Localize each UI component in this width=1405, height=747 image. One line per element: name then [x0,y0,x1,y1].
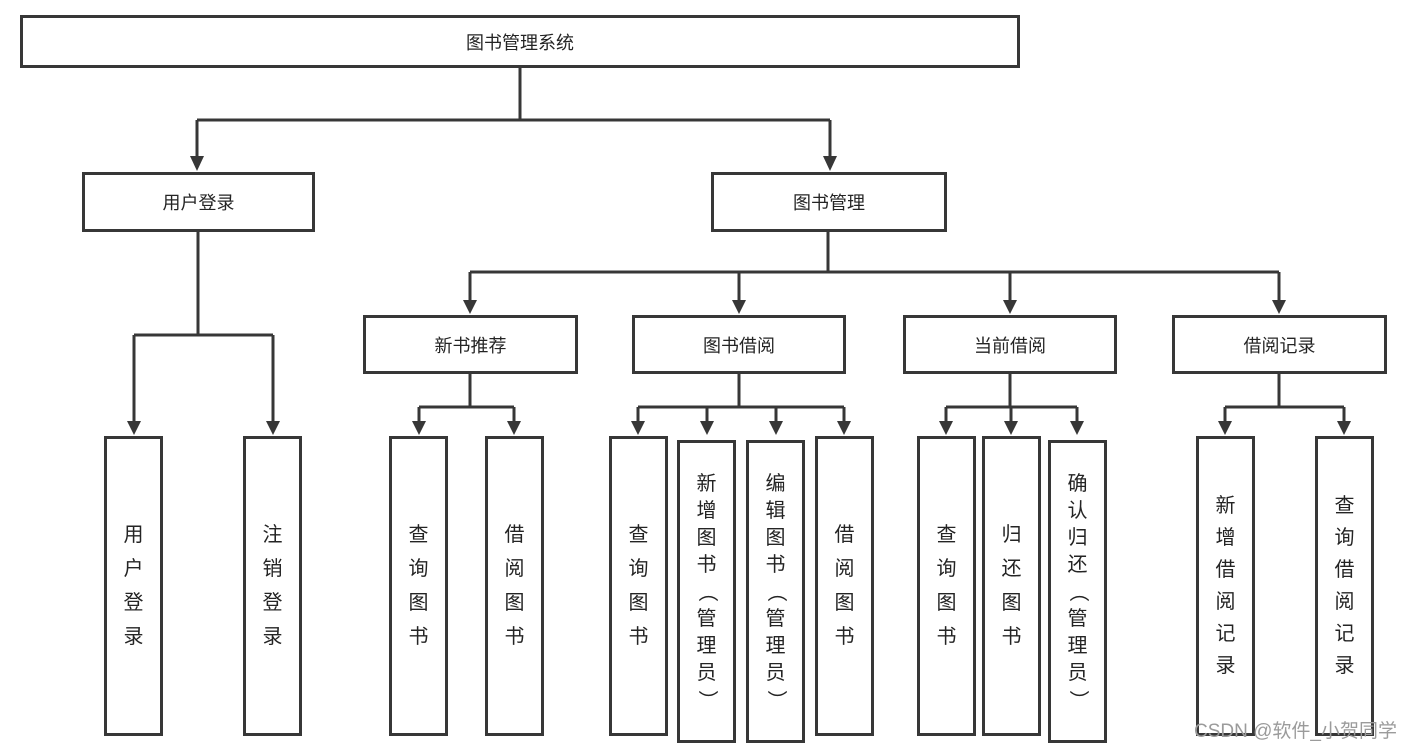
leaf-user-login: 用户登录 [104,436,163,736]
leaf-confirm-return-admin: 确认归还（管理员） [1048,440,1107,743]
node-borrow-records: 借阅记录 [1172,315,1387,374]
leaf-return-books: 归还图书 [982,436,1041,736]
leaf-query-books-recommend: 查询图书 [389,436,448,736]
node-user-login: 用户登录 [82,172,315,232]
leaf-query-borrow-record: 查询借阅记录 [1315,436,1374,736]
node-new-book-recommend: 新书推荐 [363,315,578,374]
arrowheads [127,156,1351,435]
node-book-management: 图书管理 [711,172,947,232]
leaf-add-borrow-record: 新增借阅记录 [1196,436,1255,736]
node-current-borrow: 当前借阅 [903,315,1117,374]
watermark: CSDN @软件_小贺同学 [1194,721,1397,742]
leaf-logout: 注销登录 [243,436,302,736]
leaf-query-books-borrow: 查询图书 [609,436,668,736]
leaf-query-books-current: 查询图书 [917,436,976,736]
node-book-borrow: 图书借阅 [632,315,846,374]
leaf-add-books-admin: 新增图书（管理员） [677,440,736,743]
leaf-borrow-books: 借阅图书 [815,436,874,736]
leaf-edit-books-admin: 编辑图书（管理员） [746,440,805,743]
leaf-borrow-books-recommend: 借阅图书 [485,436,544,736]
node-root: 图书管理系统 [20,15,1020,68]
